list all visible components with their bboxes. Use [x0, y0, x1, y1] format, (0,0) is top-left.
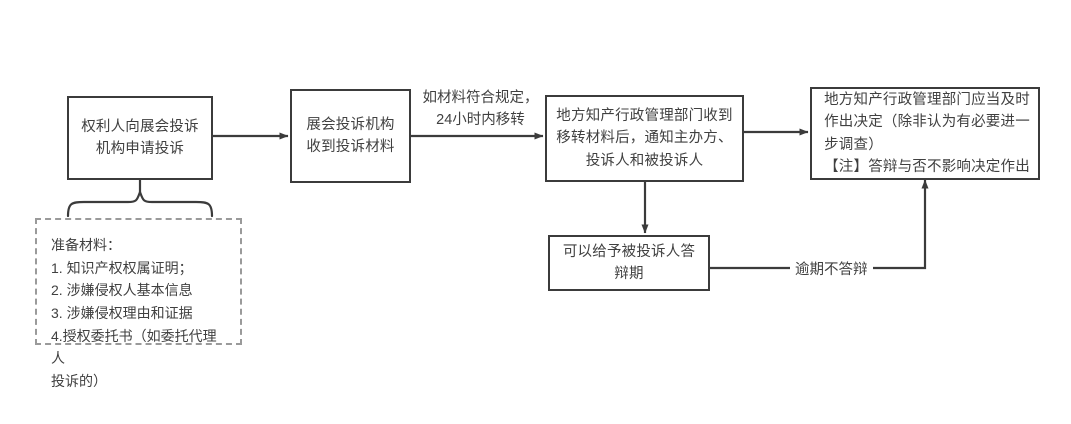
node-step3[interactable]: 地方知产行政管理部门收到 移转材料后，通知主办方、 投诉人和被投诉人 — [545, 95, 744, 182]
edge-label-overdue: 逾期不答辩 — [790, 258, 873, 279]
node-step4-label: 地方知产行政管理部门应当及时 作出决定（除非认为有必要进一 步调查） 【注】答辩… — [824, 91, 1030, 175]
node-step3-label: 地方知产行政管理部门收到 移转材料后，通知主办方、 投诉人和被投诉人 — [556, 107, 733, 169]
node-step2-label: 展会投诉机构 收到投诉材料 — [306, 116, 395, 155]
materials-note-box[interactable]: 准备材料： 1. 知识产权权属证明； 2. 涉嫌侵权人基本信息 3. 涉嫌侵权理… — [35, 218, 242, 389]
node-step1[interactable]: 权利人向展会投诉 机构申请投诉 — [67, 96, 213, 180]
brace-step1-to-note — [66, 190, 214, 218]
edge-step5-to-step4-overdue — [710, 179, 929, 270]
node-step2[interactable]: 展会投诉机构 收到投诉材料 — [290, 89, 411, 183]
node-step5-label: 可以给予被投诉人答 辩期 — [562, 243, 696, 282]
edge-label-transfer: 如材料符合规定， 24小时内移转 — [422, 90, 539, 128]
node-step5[interactable]: 可以给予被投诉人答 辩期 — [548, 235, 710, 291]
node-step1-label: 权利人向展会投诉 机构申请投诉 — [81, 118, 199, 157]
node-step4[interactable]: 地方知产行政管理部门应当及时 作出决定（除非认为有必要进一 步调查） 【注】答辩… — [810, 87, 1040, 180]
